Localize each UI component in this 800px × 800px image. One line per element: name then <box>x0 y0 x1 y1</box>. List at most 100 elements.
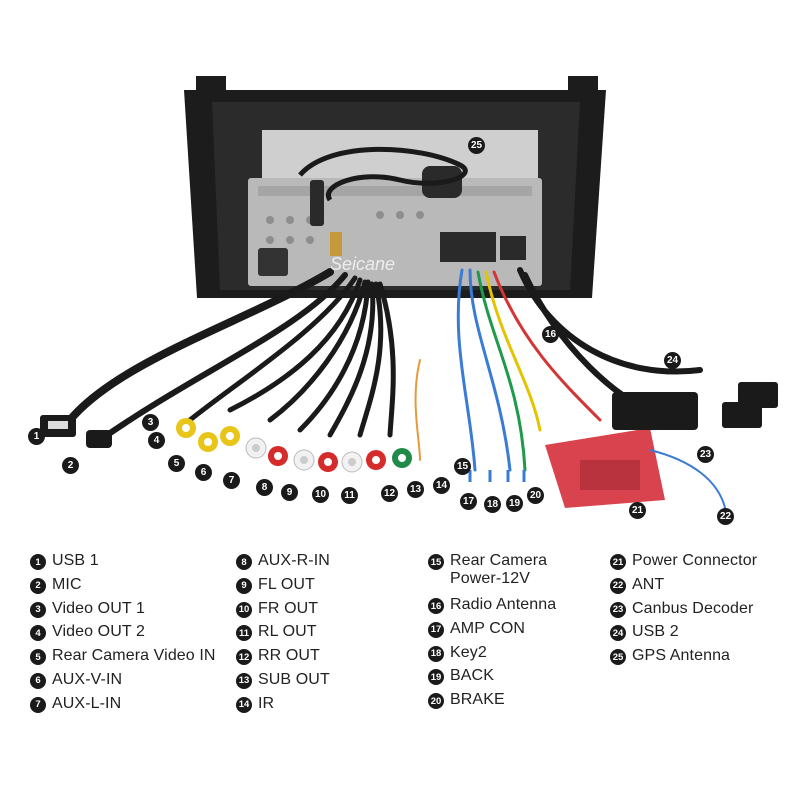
wiring-harness-illustration: Seicane <box>40 76 778 513</box>
legend-label: BACK <box>450 667 494 685</box>
legend-label: AUX-R-IN <box>258 552 330 569</box>
legend-number: 1 <box>30 554 46 570</box>
legend-number: 24 <box>610 625 626 642</box>
legend-item: 22 ANT <box>610 576 757 600</box>
legend-number: 22 <box>610 577 626 594</box>
legend-number: 20 <box>428 693 444 710</box>
legend-item: 3 Video OUT 1 <box>30 600 216 624</box>
legend-label: Canbus Decoder <box>632 599 754 617</box>
watermark-text: Seicane <box>330 254 395 274</box>
legend-number: 3 <box>30 601 46 618</box>
callout-1: 1 <box>28 428 45 445</box>
legend-label: Rear Camera Power-12V <box>450 552 548 587</box>
legend-label: BRAKE <box>450 691 505 709</box>
legend-label: FR OUT <box>258 599 319 617</box>
callout-16: 16 <box>542 326 559 343</box>
legend-label: Radio Antenna <box>450 596 557 613</box>
legend-label: RR OUT <box>258 647 320 665</box>
callout-21: 21 <box>629 502 646 519</box>
callout-12: 12 <box>381 485 398 502</box>
legend-column-4: 21 Power Connector 22 ANT 23 Canbus Decoder… <box>610 552 757 671</box>
legend-item: 17 AMP CON <box>428 620 556 644</box>
callout-20: 20 <box>527 487 544 504</box>
legend-label: ANT <box>632 575 665 593</box>
legend-item: 2 MIC <box>30 576 216 600</box>
wire-pins <box>468 470 526 482</box>
legend-label: Video OUT 2 <box>52 623 146 641</box>
legend-label: Rear Camera Video IN <box>52 647 216 665</box>
callout-18: 18 <box>484 496 501 513</box>
gps-antenna <box>298 146 468 226</box>
legend-item: 13 SUB OUT <box>236 671 330 695</box>
legend-label: USB 2 <box>632 623 679 641</box>
callout-23: 23 <box>697 446 714 463</box>
legend-number: 23 <box>610 601 626 618</box>
legend-label: AMP CON <box>450 619 526 637</box>
callout-17: 17 <box>460 493 477 510</box>
legend-label: MIC <box>52 575 82 593</box>
legend-number: 25 <box>610 649 626 666</box>
legend-label: Power Connector <box>632 552 758 569</box>
legend-number: 13 <box>236 672 252 689</box>
legend-number: 10 <box>236 601 252 618</box>
legend-item: 8 AUX-R-IN <box>236 552 330 576</box>
legend-item: 5 Rear Camera Video IN <box>30 647 216 671</box>
legend-number: 18 <box>428 645 444 662</box>
legend-number: 2 <box>30 577 46 594</box>
power-connector <box>545 428 665 508</box>
legend-item: 16 Radio Antenna <box>428 596 556 620</box>
callout-8: 8 <box>256 479 273 496</box>
legend-label: GPS Antenna <box>632 647 731 665</box>
callout-10: 10 <box>312 486 329 503</box>
legend-item: 6 AUX-V-IN <box>30 671 216 695</box>
callout-5: 5 <box>168 455 185 472</box>
legend-item: 24 USB 2 <box>610 623 757 647</box>
callout-6: 6 <box>195 464 212 481</box>
usb1-connector <box>40 415 76 437</box>
legend-number: 8 <box>236 554 252 570</box>
callout-3: 3 <box>142 414 159 431</box>
legend-label: RL OUT <box>258 623 317 641</box>
callout-13: 13 <box>407 481 424 498</box>
legend-label: IR <box>258 694 275 712</box>
legend-item: 21 Power Connector <box>610 552 757 576</box>
callout-22: 22 <box>717 508 734 525</box>
legend-item: 4 Video OUT 2 <box>30 623 216 647</box>
product-photo: Seicane <box>40 76 778 513</box>
legend-item: 9 FL OUT <box>236 576 330 600</box>
callout-19: 19 <box>506 495 523 512</box>
legend-label: FL OUT <box>258 575 315 593</box>
usb2-connector <box>722 382 778 428</box>
legend-number: 5 <box>30 649 46 666</box>
legend-number: 6 <box>30 672 46 689</box>
legend-label: SUB OUT <box>258 670 330 688</box>
callout-15: 15 <box>454 458 471 475</box>
legend-number: 4 <box>30 625 46 642</box>
legend-item: 20 BRAKE <box>428 691 556 715</box>
callout-11: 11 <box>341 487 358 504</box>
callout-25: 25 <box>468 137 485 154</box>
legend-label: Video OUT 1 <box>52 599 146 617</box>
callout-14: 14 <box>433 477 450 494</box>
legend-item: 25 GPS Antenna <box>610 647 757 671</box>
legend-label: AUX-V-IN <box>52 670 123 688</box>
legend-number: 16 <box>428 598 444 614</box>
legend-number: 9 <box>236 577 252 594</box>
legend-number: 21 <box>610 554 626 570</box>
callout-9: 9 <box>281 484 298 501</box>
callout-7: 7 <box>223 472 240 489</box>
legend-number: 19 <box>428 669 444 686</box>
callout-4: 4 <box>148 432 165 449</box>
legend-number: 17 <box>428 621 444 638</box>
legend-number: 14 <box>236 696 252 713</box>
mic-jack <box>86 430 112 448</box>
legend-item: 10 FR OUT <box>236 600 330 624</box>
legend-item: 12 RR OUT <box>236 647 330 671</box>
legend-number: 12 <box>236 649 252 666</box>
